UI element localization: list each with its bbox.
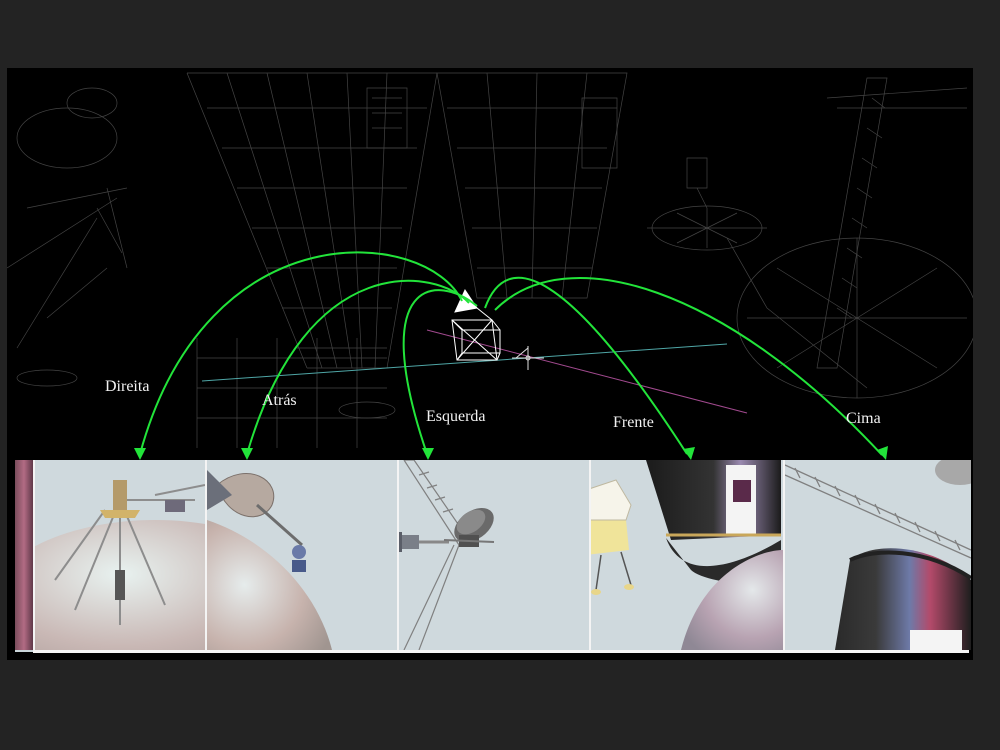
right-satellite-wireframe [647, 77, 973, 399]
label-direita: Direita [105, 378, 150, 395]
label-esquerda: Esquerda [426, 408, 486, 425]
z-axis-line [426, 329, 748, 414]
arrow-icon [134, 446, 888, 460]
rocket-wireframe [186, 72, 438, 369]
rendered-views-strip [15, 460, 971, 653]
view-esquerda-image [399, 460, 589, 650]
view-panel-cima [783, 460, 971, 650]
arrow-direita [139, 251, 463, 455]
wireframe-scene [7, 72, 973, 460]
label-frente: Frente [613, 414, 654, 431]
view-panel-esquerda [397, 460, 589, 650]
arrow-atras [246, 279, 470, 455]
x-axis-line [201, 343, 728, 382]
wireframe-models [7, 72, 973, 448]
arrow-cima [494, 277, 883, 456]
label-atras: Atrás [262, 392, 297, 409]
left-satellite-wireframe [7, 87, 128, 387]
label-cima: Cima [846, 410, 881, 427]
arrow-frente [484, 276, 688, 455]
direction-arrows [139, 251, 883, 456]
floor-grid [196, 338, 387, 448]
view-panel-atras [205, 460, 397, 650]
second-rocket-wireframe [436, 72, 628, 299]
view-atras-image [207, 460, 397, 650]
crosshair-icon [512, 346, 544, 370]
view-frente-image [591, 460, 783, 650]
camera-cube-icon [451, 288, 501, 361]
view-panel-frente [589, 460, 783, 650]
arrow-esquerda [402, 289, 478, 455]
view-direita-image [35, 460, 205, 650]
view-panel-direita [33, 460, 205, 650]
view-cima-image [785, 460, 971, 650]
strip-edge [15, 460, 33, 650]
lunar-module [591, 479, 634, 595]
3d-viewport[interactable]: Direita Atrás Esquerda Frente Cima [7, 68, 973, 660]
strip-bottom-border [33, 650, 969, 653]
